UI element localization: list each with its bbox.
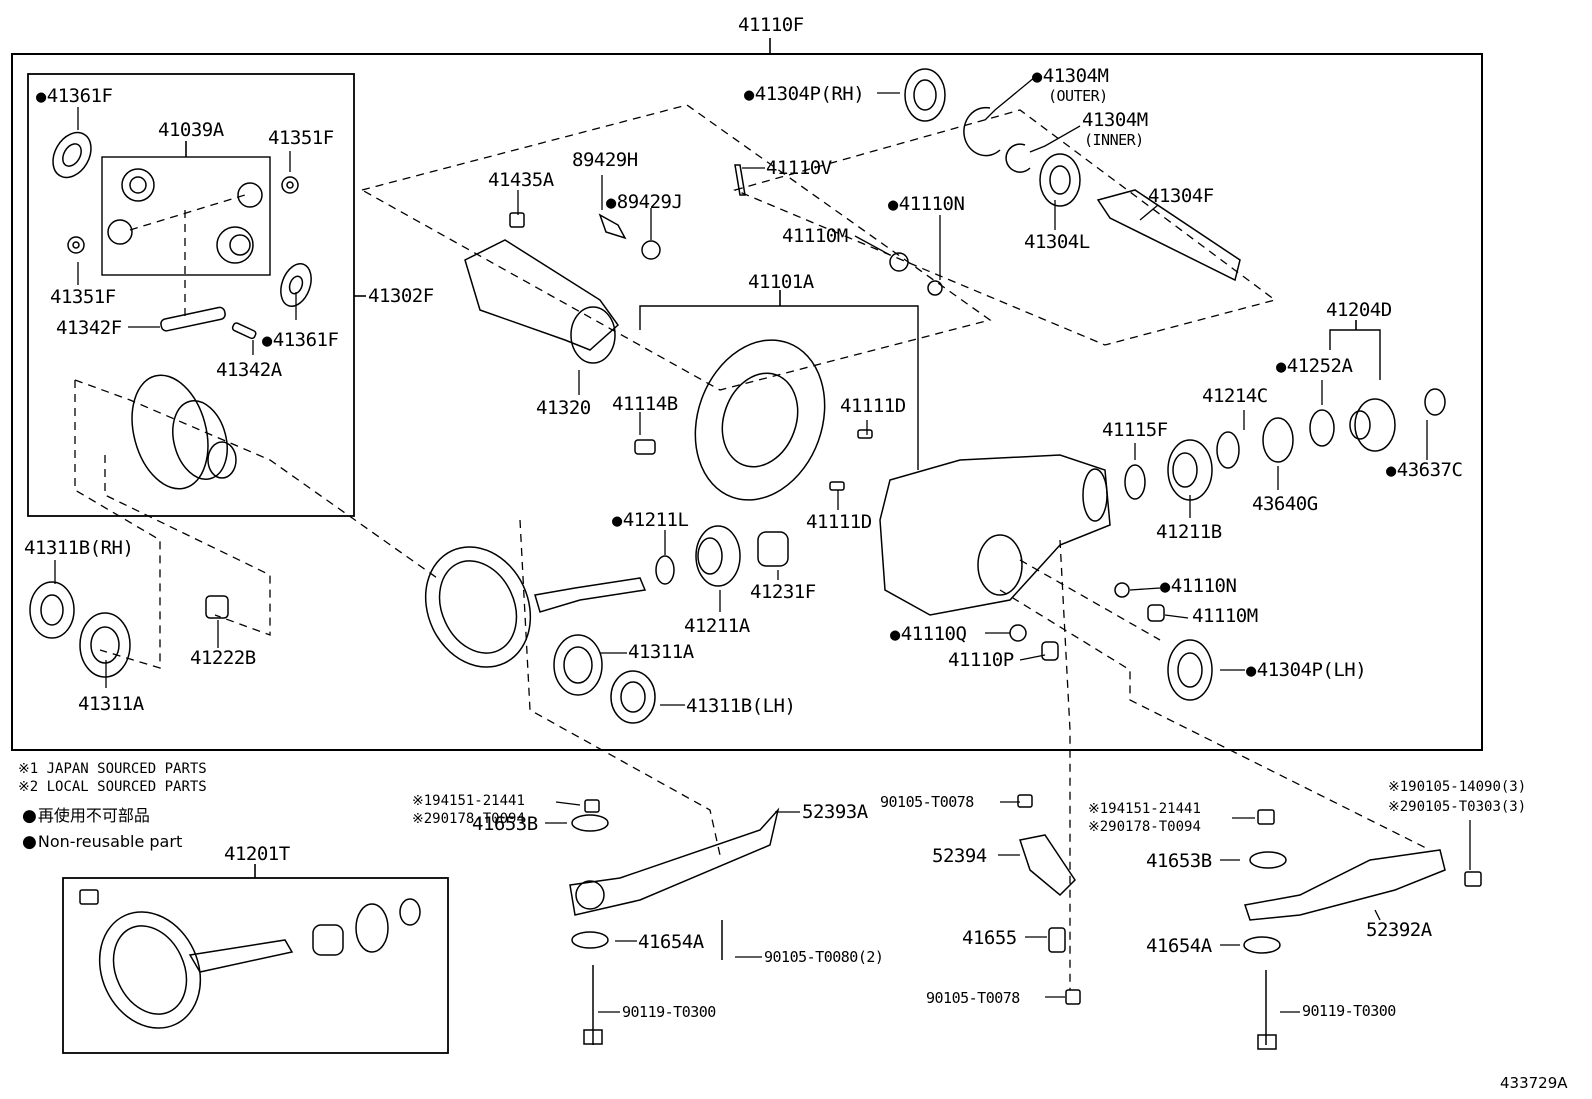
label-90105-T0078-top: 90105-T0078 [880,793,974,811]
label-41304M-outer: 41304M [1032,66,1109,87]
label-41111D-top: 41111D [840,395,906,417]
housing-dash-outline [360,104,992,391]
axle-dash-outline [733,109,1277,346]
label-41111D-bottom: 41111D [806,511,872,533]
label-90119-left: 90119-T0300 [622,1003,716,1021]
label-194151-left: ※194151-21441 [412,793,525,809]
label-41252A: 41252A [1276,356,1353,377]
label-41110M-bottom: 41110M [1192,605,1258,627]
main-assembly-frame [11,53,1483,751]
label-41204D: 41204D [1326,299,1392,321]
label-41222B: 41222B [190,647,256,669]
label-52394: 52394 [932,845,987,867]
label-41110N-bottom: 41110N [1160,576,1237,597]
label-41320: 41320 [536,397,591,419]
label-90119-right: 90119-T0300 [1302,1002,1396,1020]
label-41654A-left: 41654A [638,931,704,953]
assembly-code-label: 41110F [738,14,804,36]
label-41361F-bottom: 41361F [262,330,339,351]
diagram-reference-code: 433729A [1500,1074,1568,1092]
label-41302F: 41302F [368,285,434,307]
label-89429J: 89429J [606,192,683,213]
legend-non-reusable-jp: 再使用不可部品 [22,806,150,826]
label-41115F: 41115F [1102,419,1168,441]
label-90105-T0078-bottom: 90105-T0078 [926,989,1020,1007]
label-41304P-LH: 41304P(LH) [1246,660,1367,681]
label-190105: ※190105-14090(3) [1388,779,1527,795]
label-inner: (INNER) [1084,131,1144,149]
label-41361F-top: 41361F [36,86,113,107]
label-89429H: 89429H [572,149,638,171]
label-41110P: 41110P [948,649,1014,671]
label-41311A-center: 41311A [628,641,694,663]
label-41211L: 41211L [612,510,689,531]
label-41110N-top: 41110N [888,194,965,215]
label-41304L: 41304L [1024,231,1090,253]
label-90105-T0080: 90105-T0080(2) [764,948,884,966]
label-outer: (OUTER) [1048,87,1108,105]
label-43640G: 43640G [1252,493,1318,515]
label-41351F-bottom: 41351F [50,286,116,308]
label-41311A-left: 41311A [78,693,144,715]
label-41201T: 41201T [224,843,290,865]
label-41231F: 41231F [750,581,816,603]
label-41653B-right: 41653B [1146,850,1212,872]
label-41653B-left: 41653B [472,813,538,835]
label-41101A: 41101A [748,271,814,293]
pinion-gear-box [101,156,271,276]
note-japan-sourced: ※1 JAPAN SOURCED PARTS [18,761,207,777]
label-41110M-top: 41110M [782,225,848,247]
label-41655: 41655 [962,927,1017,949]
legend-non-reusable-en: Non-reusable part [22,832,182,852]
label-52392A: 52392A [1366,919,1432,941]
label-41435A: 41435A [488,169,554,191]
differential-box [27,73,355,517]
label-41304F: 41304F [1148,185,1214,207]
label-290178-right: ※290178-T0094 [1088,819,1201,835]
label-41342F: 41342F [56,317,122,339]
label-41039A: 41039A [158,119,224,141]
label-41311B-LH: 41311B(LH) [686,695,796,717]
label-41304M-inner: 41304M [1082,109,1148,131]
label-41110Q: 41110Q [890,624,967,645]
label-41211B: 41211B [1156,521,1222,543]
label-290105: ※290105-T0303(3) [1388,799,1527,815]
label-41110V: 41110V [766,157,832,179]
label-41214C: 41214C [1202,385,1268,407]
label-41311B-RH: 41311B(RH) [24,537,134,559]
note-local-sourced: ※2 LOCAL SOURCED PARTS [18,779,207,795]
label-41342A: 41342A [216,359,282,381]
label-290178-left: ※290178-T0094 [412,811,525,827]
label-52393A: 52393A [802,801,868,823]
label-41351F-top: 41351F [268,127,334,149]
label-41211A: 41211A [684,615,750,637]
label-194151-right: ※194151-21441 [1088,801,1201,817]
label-41304P-RH: 41304P(RH) [744,84,865,105]
label-41114B: 41114B [612,393,678,415]
label-41654A-right: 41654A [1146,935,1212,957]
label-43637C: 43637C [1386,460,1463,481]
ring-pinion-kit-box [62,877,449,1054]
